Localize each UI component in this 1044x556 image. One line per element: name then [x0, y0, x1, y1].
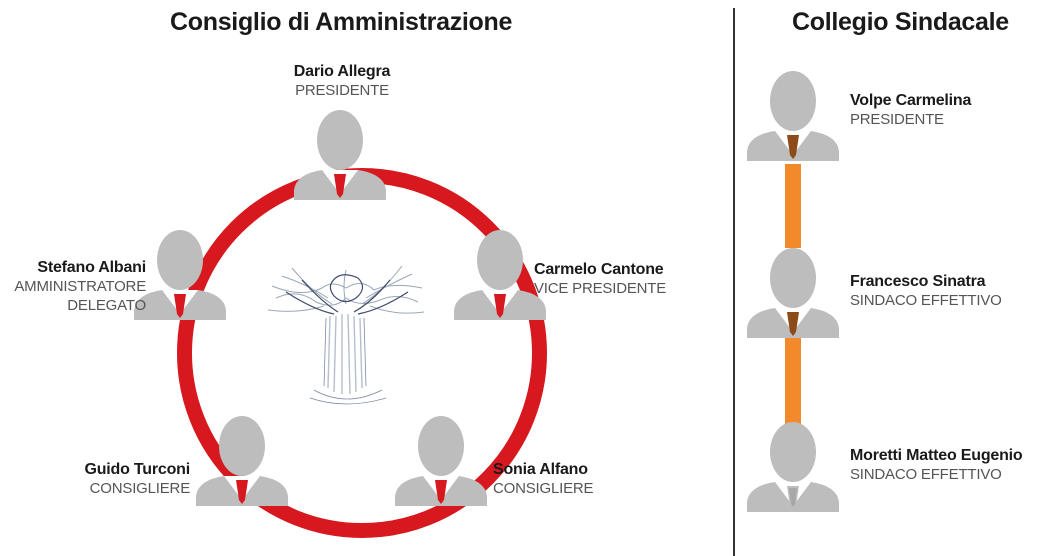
member-name: Sonia Alfano — [493, 461, 588, 478]
person-silhouette-icon — [747, 422, 839, 512]
board-member-5-label: Stefano Albani AMMINISTRATORE DELEGATO — [6, 258, 146, 315]
member-name: Guido Turconi — [84, 461, 190, 478]
board-member-5-avatar — [132, 224, 228, 320]
auditor-2-label: Francesco Sinatra SINDACO EFFETTIVO — [850, 272, 1002, 310]
person-silhouette-icon — [454, 230, 546, 320]
board-member-1-label: Dario Allegra PRESIDENTE — [262, 62, 422, 100]
person-silhouette-icon — [134, 230, 226, 320]
member-role-line2: DELEGATO — [67, 297, 146, 314]
board-member-1-avatar — [292, 104, 388, 200]
person-silhouette-icon — [395, 416, 487, 506]
member-name: Francesco Sinatra — [850, 273, 986, 290]
member-role: CONSIGLIERE — [493, 480, 594, 497]
person-silhouette-icon — [294, 110, 386, 200]
member-role: SINDACO EFFETTIVO — [850, 292, 1002, 309]
board-member-4-label: Guido Turconi CONSIGLIERE — [40, 460, 190, 498]
auditor-2-avatar — [745, 242, 841, 338]
member-name: Dario Allegra — [293, 63, 391, 80]
auditors-connector-1 — [785, 164, 801, 248]
member-role: PRESIDENTE — [295, 82, 389, 99]
member-role: VICE PRESIDENTE — [534, 280, 667, 297]
member-name: Moretti Matteo Eugenio — [850, 447, 1023, 464]
member-role: PRESIDENTE — [850, 111, 944, 128]
member-name: Volpe Carmelina — [850, 92, 972, 109]
tree-logo-icon — [267, 265, 425, 405]
board-member-2-avatar — [452, 224, 548, 320]
person-silhouette-icon — [196, 416, 288, 506]
board-member-3-avatar — [393, 410, 489, 506]
person-silhouette-icon — [747, 71, 839, 161]
section-divider — [733, 8, 735, 556]
auditors-connector-2 — [785, 336, 801, 426]
board-member-3-label: Sonia Alfano CONSIGLIERE — [493, 460, 594, 498]
board-title: Consiglio di Amministrazione — [170, 8, 513, 36]
member-name: Carmelo Cantone — [534, 261, 664, 278]
member-role: SINDACO EFFETTIVO — [850, 466, 1002, 483]
person-silhouette-icon — [747, 248, 839, 338]
auditor-3-label: Moretti Matteo Eugenio SINDACO EFFETTIVO — [850, 446, 1023, 484]
member-role-line1: AMMINISTRATORE — [14, 278, 146, 295]
auditors-title: Collegio Sindacale — [792, 8, 1009, 36]
board-member-4-avatar — [194, 410, 290, 506]
auditor-1-avatar — [745, 65, 841, 161]
board-member-2-label: Carmelo Cantone VICE PRESIDENTE — [534, 260, 666, 298]
member-name: Stefano Albani — [37, 259, 146, 276]
auditor-3-avatar — [745, 416, 841, 512]
auditor-1-label: Volpe Carmelina PRESIDENTE — [850, 91, 971, 129]
member-role: CONSIGLIERE — [89, 480, 191, 497]
